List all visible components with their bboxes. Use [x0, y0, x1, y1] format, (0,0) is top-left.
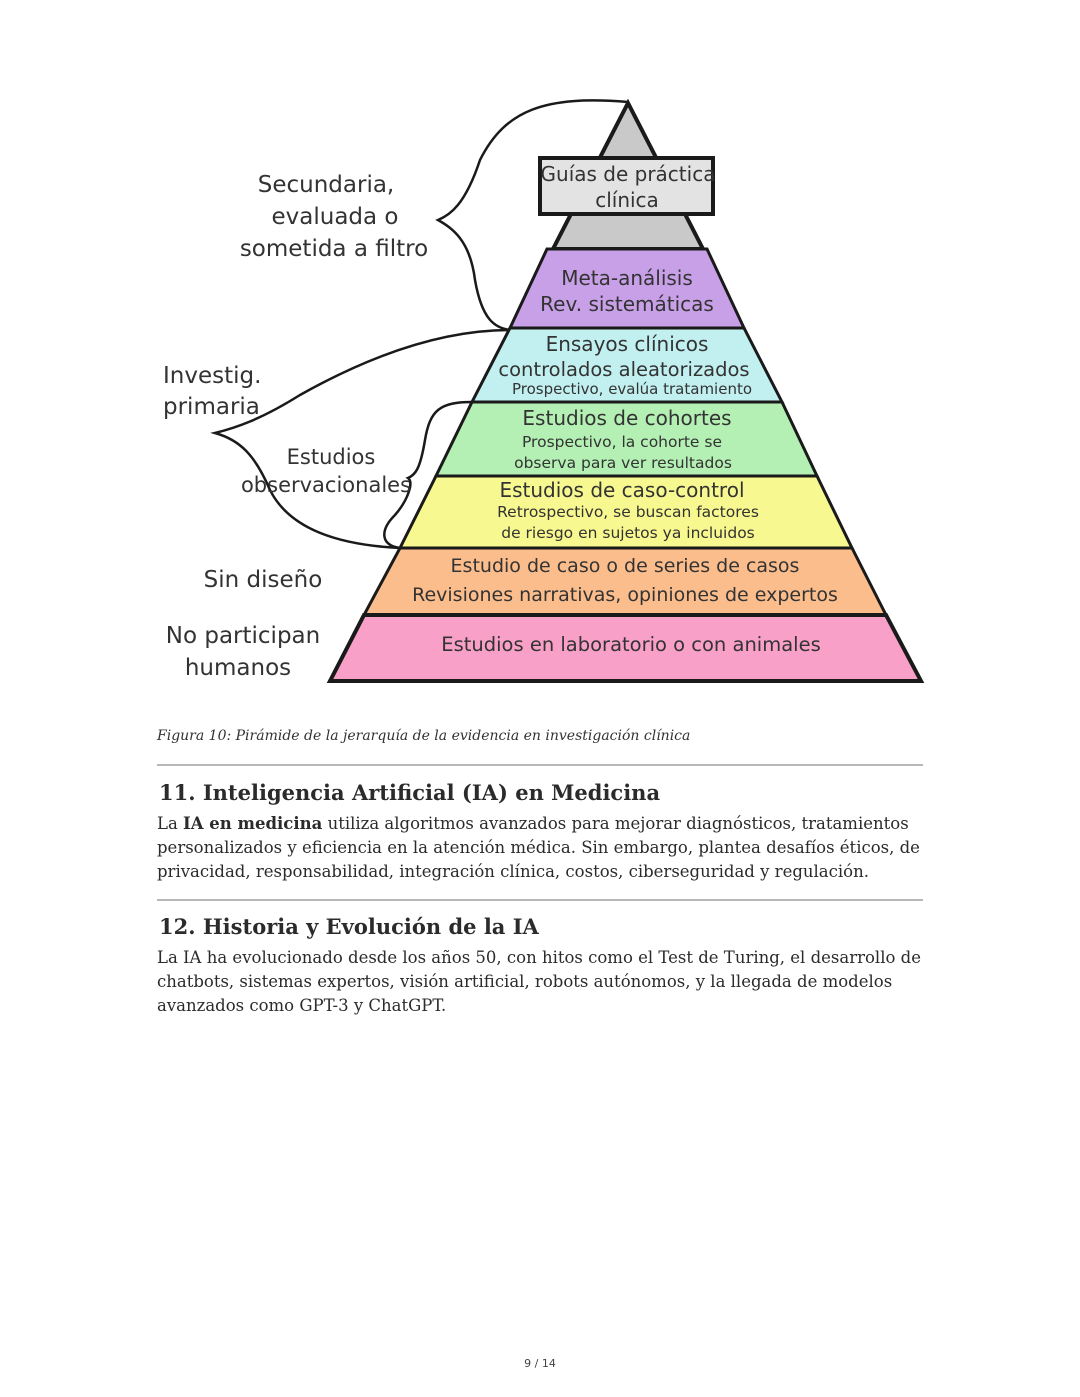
secundaria-label-2: evaluada o [272, 204, 399, 230]
section-body: La IA ha evolucionado desde los años 50,… [157, 948, 921, 1015]
section-body: La IA en medicina utiliza algoritmos ava… [157, 812, 927, 884]
ensayos-label-2: controlados aleatorizados [498, 358, 749, 381]
cohortes-label-3: observa para ver resultados [514, 454, 732, 472]
evidence-pyramid-figure: Guías de práctica clínica Meta-análisis … [163, 98, 925, 683]
series-label-1: Estudio de caso o de series de casos [451, 555, 800, 577]
section-divider [157, 899, 923, 901]
guias-label-1: Guías de práctica [541, 162, 716, 186]
guias-label-2: clínica [595, 188, 659, 212]
observacionales-label-2: observacionales [241, 473, 411, 497]
no-humanos-label-2: humanos [185, 655, 291, 681]
section-divider [157, 764, 923, 766]
meta-label-1: Meta-análisis [561, 266, 693, 290]
series-label-2: Revisiones narrativas, opiniones de expe… [412, 584, 838, 606]
guias-box [538, 156, 715, 216]
caso-control-label-3: de riesgo en sujetos ya incluidos [501, 524, 755, 542]
caso-control-label-1: Estudios de caso-control [499, 478, 744, 502]
caso-control-label-2: Retrospectivo, se buscan factores [497, 503, 759, 521]
body-bold-term: IA en medicina [183, 814, 323, 833]
section-historia-ia: 12. Historia y Evolución de la IA La IA … [157, 912, 927, 1018]
cohortes-label-2: Prospectivo, la cohorte se [522, 433, 722, 451]
observacionales-label-1: Estudios [287, 445, 376, 469]
laboratorio-label: Estudios en laboratorio o con animales [441, 633, 821, 656]
brace-observacionales [383, 400, 473, 550]
page-number: 9 / 14 [524, 1357, 556, 1370]
body-text: La [157, 814, 184, 833]
meta-label-2: Rev. sistemáticas [540, 292, 714, 316]
primaria-label-2: primaria [163, 394, 260, 420]
secundaria-label-1: Secundaria, [258, 172, 395, 198]
brace-secundaria [435, 99, 629, 332]
body-text: utiliza algoritmos avanzados para mejora… [157, 814, 920, 881]
cohortes-label-1: Estudios de cohortes [522, 406, 731, 430]
ensayos-label-1: Ensayos clínicos [546, 332, 709, 356]
figure-caption: Figura 10: Pirámide de la jerarquía de l… [157, 728, 691, 744]
sin-diseno-label: Sin diseño [204, 567, 323, 593]
pyramid-layer-laboratorio [326, 613, 925, 683]
primaria-label-1: Investig. [163, 363, 261, 389]
section-ia-medicina: 11. Inteligencia Artificial (IA) en Medi… [157, 778, 927, 884]
section-title: 11. Inteligencia Artificial (IA) en Medi… [159, 780, 661, 805]
section-title: 12. Historia y Evolución de la IA [159, 914, 539, 939]
brace-primaria [210, 328, 511, 550]
secundaria-label-3: sometida a filtro [240, 236, 428, 262]
ensayos-label-3: Prospectivo, evalúa tratamiento [512, 380, 752, 398]
no-humanos-label-1: No participan [166, 623, 320, 649]
